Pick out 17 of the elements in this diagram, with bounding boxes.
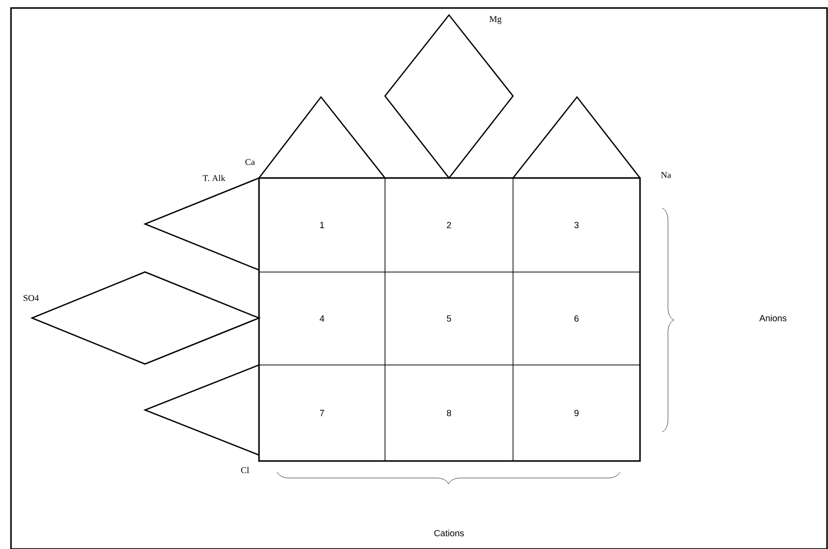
axis-label: T. Alk bbox=[202, 174, 226, 182]
grid-cell: 4 bbox=[258, 272, 386, 366]
grid-cell: 8 bbox=[384, 364, 514, 462]
axis-label: Anions bbox=[759, 314, 786, 322]
axis-label: Ca bbox=[245, 159, 255, 166]
grid-cell: 6 bbox=[512, 272, 640, 366]
axis-label: Mg bbox=[489, 16, 502, 24]
axis-label: Na bbox=[661, 172, 672, 178]
grid-cell: 2 bbox=[384, 178, 514, 272]
grid-cell: 3 bbox=[512, 178, 640, 272]
node-label: 1 bbox=[320, 222, 324, 228]
grid-cell: 7 bbox=[258, 364, 386, 462]
grid-cell: 5 bbox=[384, 272, 514, 366]
grid-cell: 9 bbox=[512, 364, 640, 462]
axis-label: Cl bbox=[241, 466, 250, 474]
axis-label: SO4 bbox=[24, 295, 39, 302]
axis-label: Cations bbox=[434, 530, 464, 536]
